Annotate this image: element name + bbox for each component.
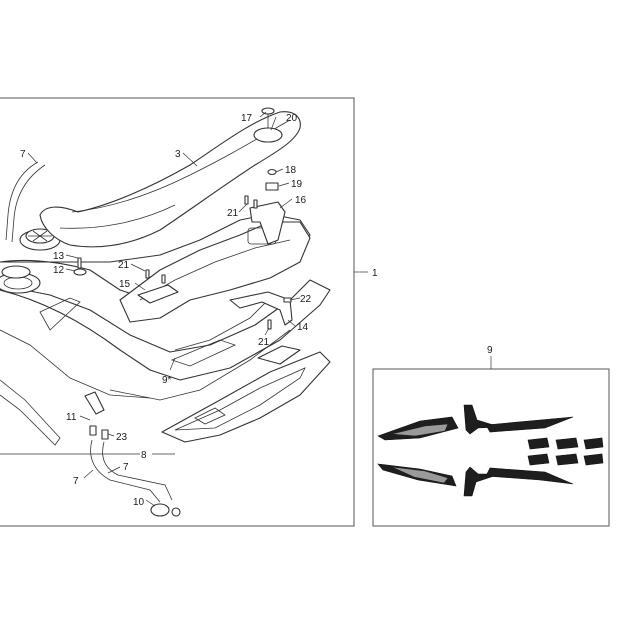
callout-7: 7 — [123, 462, 129, 473]
callout-12: 12 — [53, 265, 65, 276]
clip-19 — [265, 182, 279, 191]
washer-18 — [267, 168, 277, 176]
callout-15: 15 — [119, 279, 131, 290]
callout-1: 1 — [372, 268, 378, 279]
main-assembly-frame — [0, 97, 355, 527]
callout-13: 13 — [53, 251, 65, 262]
decal-set-upper — [377, 404, 604, 450]
callout-14: 14 — [297, 322, 309, 333]
bracket-14 — [229, 291, 293, 326]
bracket-16 — [249, 201, 286, 245]
callout-21: 21 — [227, 208, 239, 219]
bracket-15 — [137, 284, 179, 304]
callout-17: 17 — [241, 113, 253, 124]
washer-12 — [73, 268, 87, 276]
callout-21: 21 — [118, 260, 130, 271]
callout-18: 18 — [285, 165, 297, 176]
callout-7: 7 — [73, 476, 79, 487]
knob-20 — [253, 127, 283, 143]
callout-9: 9 — [487, 345, 493, 356]
callout-22: 22 — [300, 294, 312, 305]
fuel-tap-assembly — [84, 391, 181, 517]
screw-22 — [283, 297, 292, 303]
breather-hose — [5, 161, 39, 241]
tank-side-panel — [39, 297, 81, 331]
callout-21: 21 — [258, 337, 270, 348]
callout-11: 11 — [66, 412, 77, 423]
screw-21 — [145, 195, 272, 330]
callout-3: 3 — [175, 149, 181, 160]
callout-10: 10 — [133, 497, 145, 508]
callout-8: 8 — [141, 450, 147, 461]
callout-7: 7 — [20, 149, 26, 160]
callout-19: 19 — [291, 179, 303, 190]
callout-9-star: 9* — [162, 375, 172, 386]
screw-17 — [261, 107, 275, 115]
callout-20: 20 — [286, 113, 298, 124]
callout-16: 16 — [295, 195, 307, 206]
callout-23: 23 — [116, 432, 128, 443]
screw-13 — [77, 257, 82, 269]
leader-lines — [0, 111, 492, 507]
decal-set-lower — [377, 453, 604, 497]
rubber-mats — [161, 339, 331, 443]
